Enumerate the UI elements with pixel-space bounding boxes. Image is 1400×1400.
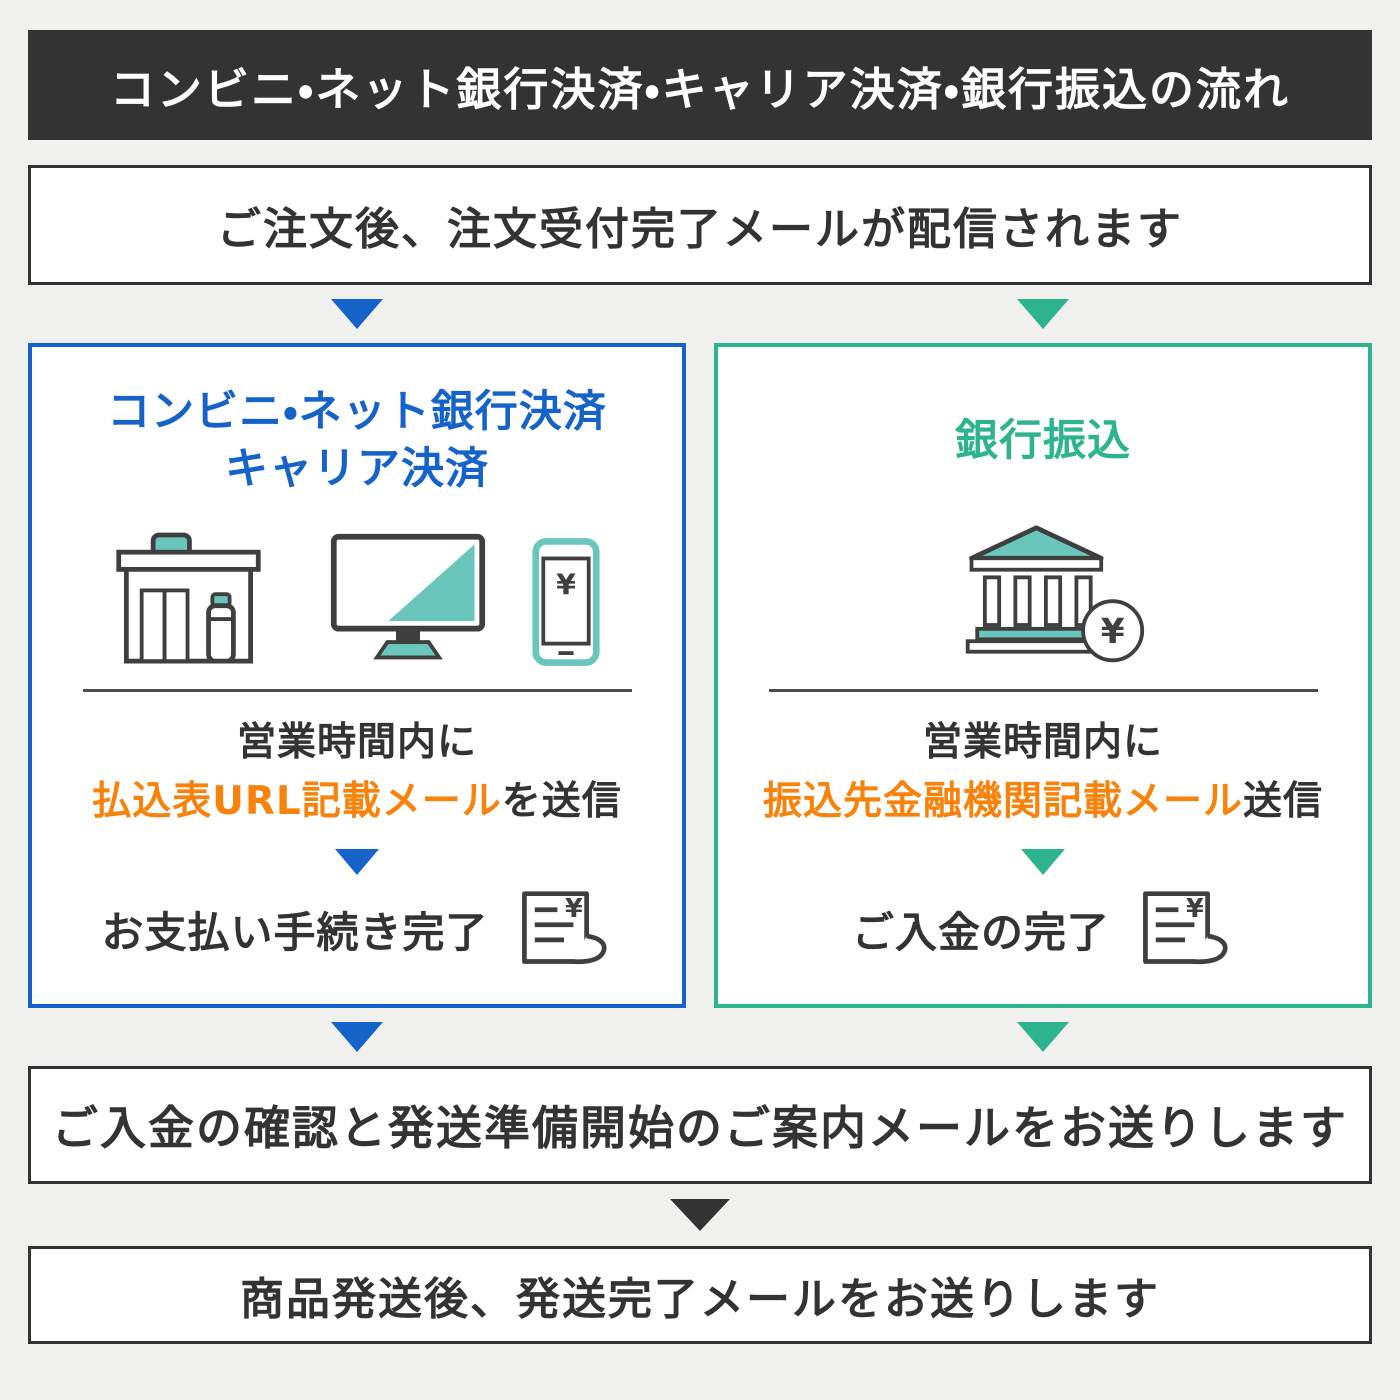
conbini-mail-note: 営業時間内に 払込表URL記載メールを送信	[92, 714, 622, 831]
desktop-monitor-icon	[330, 533, 486, 660]
yen-symbol: ¥	[556, 568, 576, 601]
panel-conbini-carrier: コンビニ・ネット銀行決済 キャリア決済	[28, 343, 686, 1008]
order-step-box: ご注文後、注文受付完了メールが配信されます	[28, 165, 1372, 285]
conbini-hours-text: 営業時間内に	[236, 720, 477, 765]
panel-bank-title-text: 銀行振込	[955, 415, 1131, 466]
arrow-down-blue-small-icon	[335, 849, 379, 875]
panel-conbini-title-line1: コンビニ・ネット銀行決済	[107, 387, 607, 438]
arrow-cell-left	[28, 299, 686, 329]
arrow-row-top	[28, 285, 1372, 343]
bank-hours-text: 営業時間内に	[922, 720, 1163, 765]
arrow-down-green-small-icon	[1021, 849, 1065, 875]
deposit-complete-row: ご入金の完了 ¥	[852, 887, 1234, 972]
deposit-complete-text: ご入金の完了	[851, 908, 1110, 957]
arrow-down-green-icon	[1017, 299, 1069, 329]
panel-conbini-title: コンビニ・ネット銀行決済 キャリア決済	[107, 385, 607, 497]
page-title-text: コンビニ・ネット銀行決済・キャリア決済・銀行振込の流れ	[110, 62, 1290, 116]
bank-mail-suffix: 送信	[1243, 778, 1324, 824]
arrow-cell-right-2	[714, 1022, 1372, 1052]
divider-right	[768, 689, 1318, 692]
bank-icon-row: ¥	[941, 517, 1146, 667]
arrow-down-blue-icon	[331, 299, 383, 329]
conbini-mail-highlight: 払込表URL記載メール	[92, 778, 502, 824]
yen-symbol: ¥	[1186, 893, 1205, 923]
arrow-down-dark-icon	[670, 1199, 730, 1231]
arrow-down-green-icon	[1017, 1022, 1069, 1052]
smartphone-yen-icon: ¥	[532, 538, 600, 666]
arrow-cell-left-2	[28, 1022, 686, 1052]
confirm-step-box: ご入金の確認と発送準備開始のご案内メールをお送りします	[28, 1066, 1372, 1184]
yen-symbol: ¥	[1100, 612, 1124, 652]
panel-conbini-title-line2: キャリア決済	[225, 444, 489, 494]
confirm-step-text: ご入金の確認と発送準備開始のご案内メールをお送りします	[52, 1101, 1348, 1155]
payment-method-columns: コンビニ・ネット銀行決済 キャリア決済	[28, 343, 1372, 1008]
dark-arrow-row	[28, 1184, 1372, 1246]
panel-bank-transfer: 銀行振込 ¥	[714, 343, 1372, 1008]
yen-coin-icon: ¥	[1080, 599, 1144, 663]
arrow-cell-right	[714, 299, 1372, 329]
convenience-store-icon	[116, 532, 261, 664]
page-title: コンビニ・ネット銀行決済・キャリア決済・銀行振込の流れ	[28, 30, 1372, 140]
divider-left	[82, 689, 632, 692]
payment-complete-row: お支払い手続き完了 ¥	[101, 887, 612, 972]
receipt-yen-icon: ¥	[1143, 891, 1228, 965]
arrow-down-blue-icon	[331, 1022, 383, 1052]
order-step-text: ご注文後、注文受付完了メールが配信されます	[217, 204, 1183, 255]
shipped-step-text: 商品発送後、発送完了メールをお送りします	[240, 1274, 1160, 1325]
receipt-yen-icon: ¥	[521, 891, 607, 965]
shipped-step-box: 商品発送後、発送完了メールをお送りします	[28, 1246, 1372, 1344]
bank-mail-highlight: 振込先金融機関記載メール	[762, 778, 1243, 824]
yen-symbol: ¥	[564, 893, 583, 923]
bank-mail-note: 営業時間内に 振込先金融機関記載メール送信	[763, 714, 1323, 831]
arrow-row-bottom	[28, 1008, 1372, 1066]
panel-bank-title: 銀行振込	[955, 385, 1131, 497]
bank-building-icon: ¥	[965, 525, 1144, 663]
payment-complete-text: お支払い手続き完了	[101, 908, 489, 957]
conbini-mail-suffix: を送信	[501, 778, 622, 824]
conbini-icon-row: ¥	[113, 517, 601, 667]
